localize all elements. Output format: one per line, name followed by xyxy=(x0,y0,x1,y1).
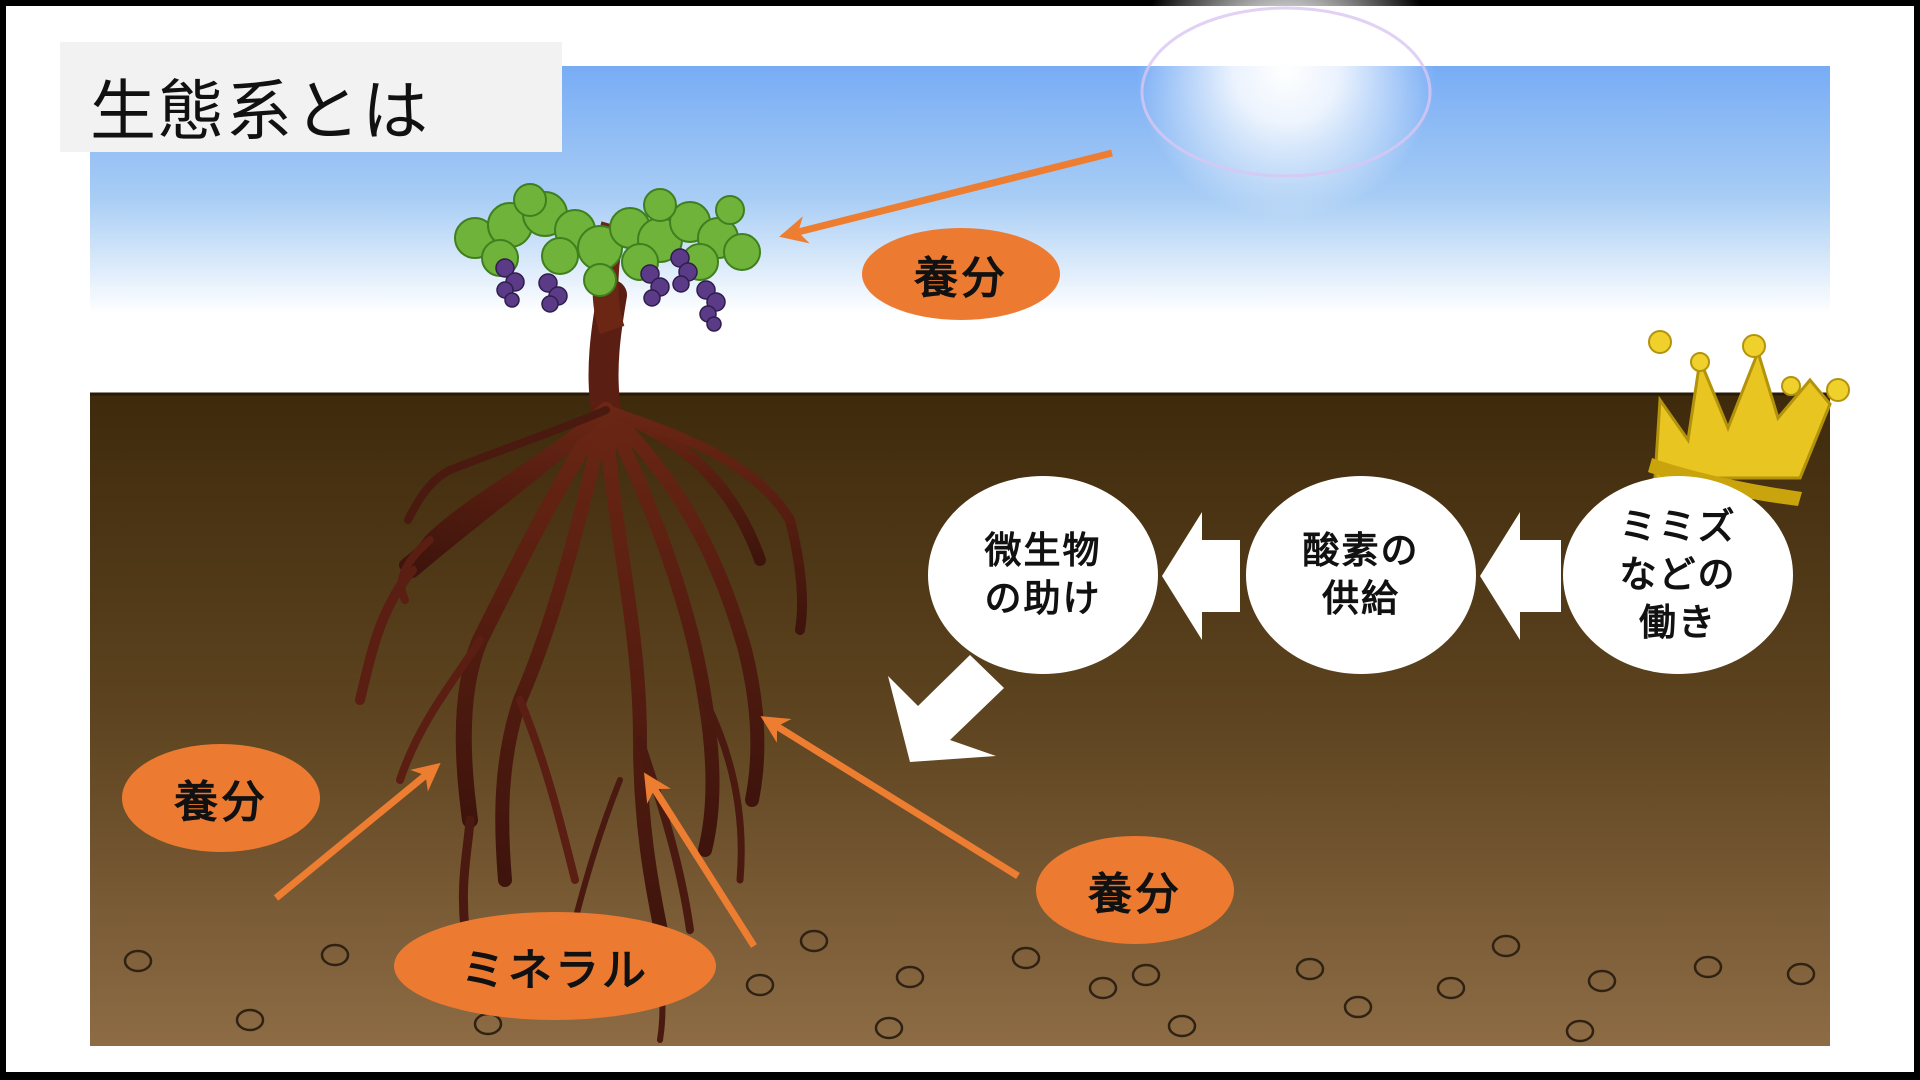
arrow-left-up xyxy=(273,762,441,901)
chain-text: 供給 xyxy=(1322,577,1400,620)
flow-arrows xyxy=(888,512,1561,762)
oxygen-circle: 酸素の 供給 xyxy=(1246,476,1476,674)
nutrient-label-left: 養分 xyxy=(122,744,320,852)
arrow-to-canopy xyxy=(779,149,1113,244)
nutrient-label-right: 養分 xyxy=(1036,836,1234,944)
mineral-label: ミネラル xyxy=(394,912,716,1020)
chain-text: 働き xyxy=(1639,601,1717,645)
page-title: 生態系とは xyxy=(90,73,430,150)
pebbles xyxy=(123,929,1816,1043)
roots xyxy=(355,280,807,1043)
chain-text: の助け xyxy=(984,577,1102,620)
microbe-circle: 微生物 の助け xyxy=(928,476,1158,674)
chain-text: などの xyxy=(1619,552,1737,596)
arrow-left-icon xyxy=(1162,512,1240,640)
chain-text: 微生物 xyxy=(984,528,1102,572)
title-box xyxy=(60,42,562,152)
sun-icon xyxy=(1136,0,1436,220)
nutrient-arrows xyxy=(273,149,1113,948)
chain-text: ミミズ xyxy=(1619,504,1737,548)
arrow-down-left-icon xyxy=(888,655,1004,762)
arrow-left-icon xyxy=(1480,512,1561,640)
nutrient-label-top: 養分 xyxy=(862,228,1060,320)
earthworm-circle: ミミズ などの 働き xyxy=(1563,476,1793,674)
arrow-mineral-up xyxy=(644,772,757,948)
chain-text: 酸素の xyxy=(1302,528,1420,572)
crown-icon xyxy=(1648,330,1850,506)
grapevine-icon xyxy=(454,183,761,335)
arrow-right-up xyxy=(760,716,1020,879)
